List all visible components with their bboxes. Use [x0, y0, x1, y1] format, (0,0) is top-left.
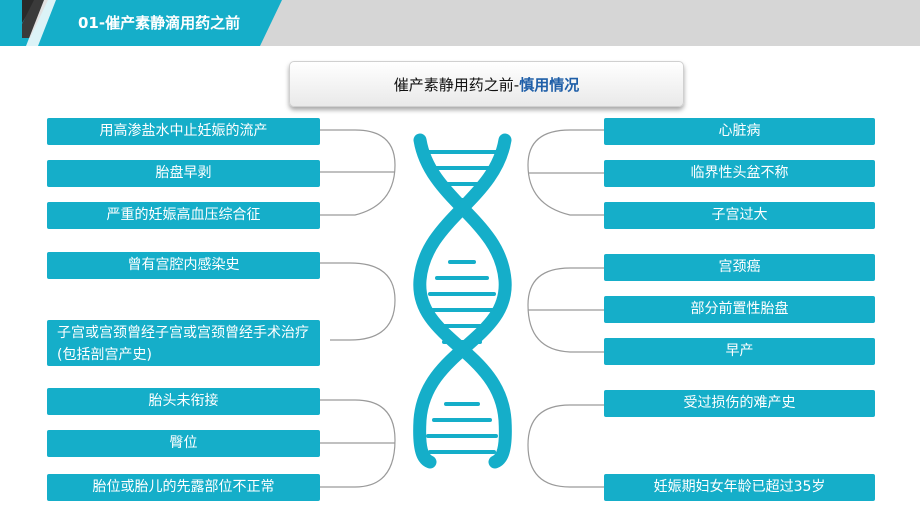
left-connector-3: [320, 399, 396, 488]
left-connector-2: [320, 262, 396, 341]
section-tab-shape: [0, 0, 282, 46]
right-item-3: 子宫过大: [604, 202, 875, 229]
right-connector-3: [527, 404, 604, 488]
right-item-8: 妊娠期妇女年龄已超过35岁: [604, 474, 875, 501]
left-item-5: 子宫或宫颈曾经子宫或宫颈曾经手术治疗(包括剖宫产史): [47, 320, 320, 366]
subtitle-dash: -: [513, 76, 520, 94]
right-item-1: 心脏病: [604, 118, 875, 145]
dna-strand-2: [413, 133, 512, 469]
right-item-5: 部分前置性胎盘: [604, 296, 875, 323]
right-item-2: 临界性头盆不称: [604, 160, 875, 187]
right-item-6: 早产: [604, 338, 875, 365]
section-tab: 01-催产素静滴用药之前: [0, 0, 300, 46]
left-item-6: 胎头未衔接: [47, 388, 320, 415]
left-item-3: 严重的妊娠高血压综合征: [47, 202, 320, 229]
header-bar: 01-催产素静滴用药之前: [0, 0, 920, 46]
right-item-7: 受过损伤的难产史: [604, 390, 875, 417]
right-connector-1: [527, 129, 604, 216]
left-item-7: 臀位: [47, 430, 320, 457]
subtitle-accent: 慎用情况: [519, 76, 580, 94]
left-item-8: 胎位或胎儿的先露部位不正常: [47, 474, 320, 501]
left-item-2: 胎盘早剥: [47, 160, 320, 187]
right-item-4: 宫颈癌: [604, 254, 875, 281]
left-item-4: 曾有宫腔内感染史: [47, 252, 320, 279]
dna-strand-1: [413, 133, 512, 469]
right-connector-2: [527, 267, 604, 353]
left-connector-1: [320, 129, 396, 216]
subtitle-main: 催产素静用药之前: [393, 76, 514, 94]
section-title: 01-催产素静滴用药之前: [78, 14, 241, 32]
left-item-1: 用高渗盐水中止妊娠的流产: [47, 118, 320, 145]
subtitle-box: 催产素静用药之前-慎用情况: [289, 61, 684, 107]
